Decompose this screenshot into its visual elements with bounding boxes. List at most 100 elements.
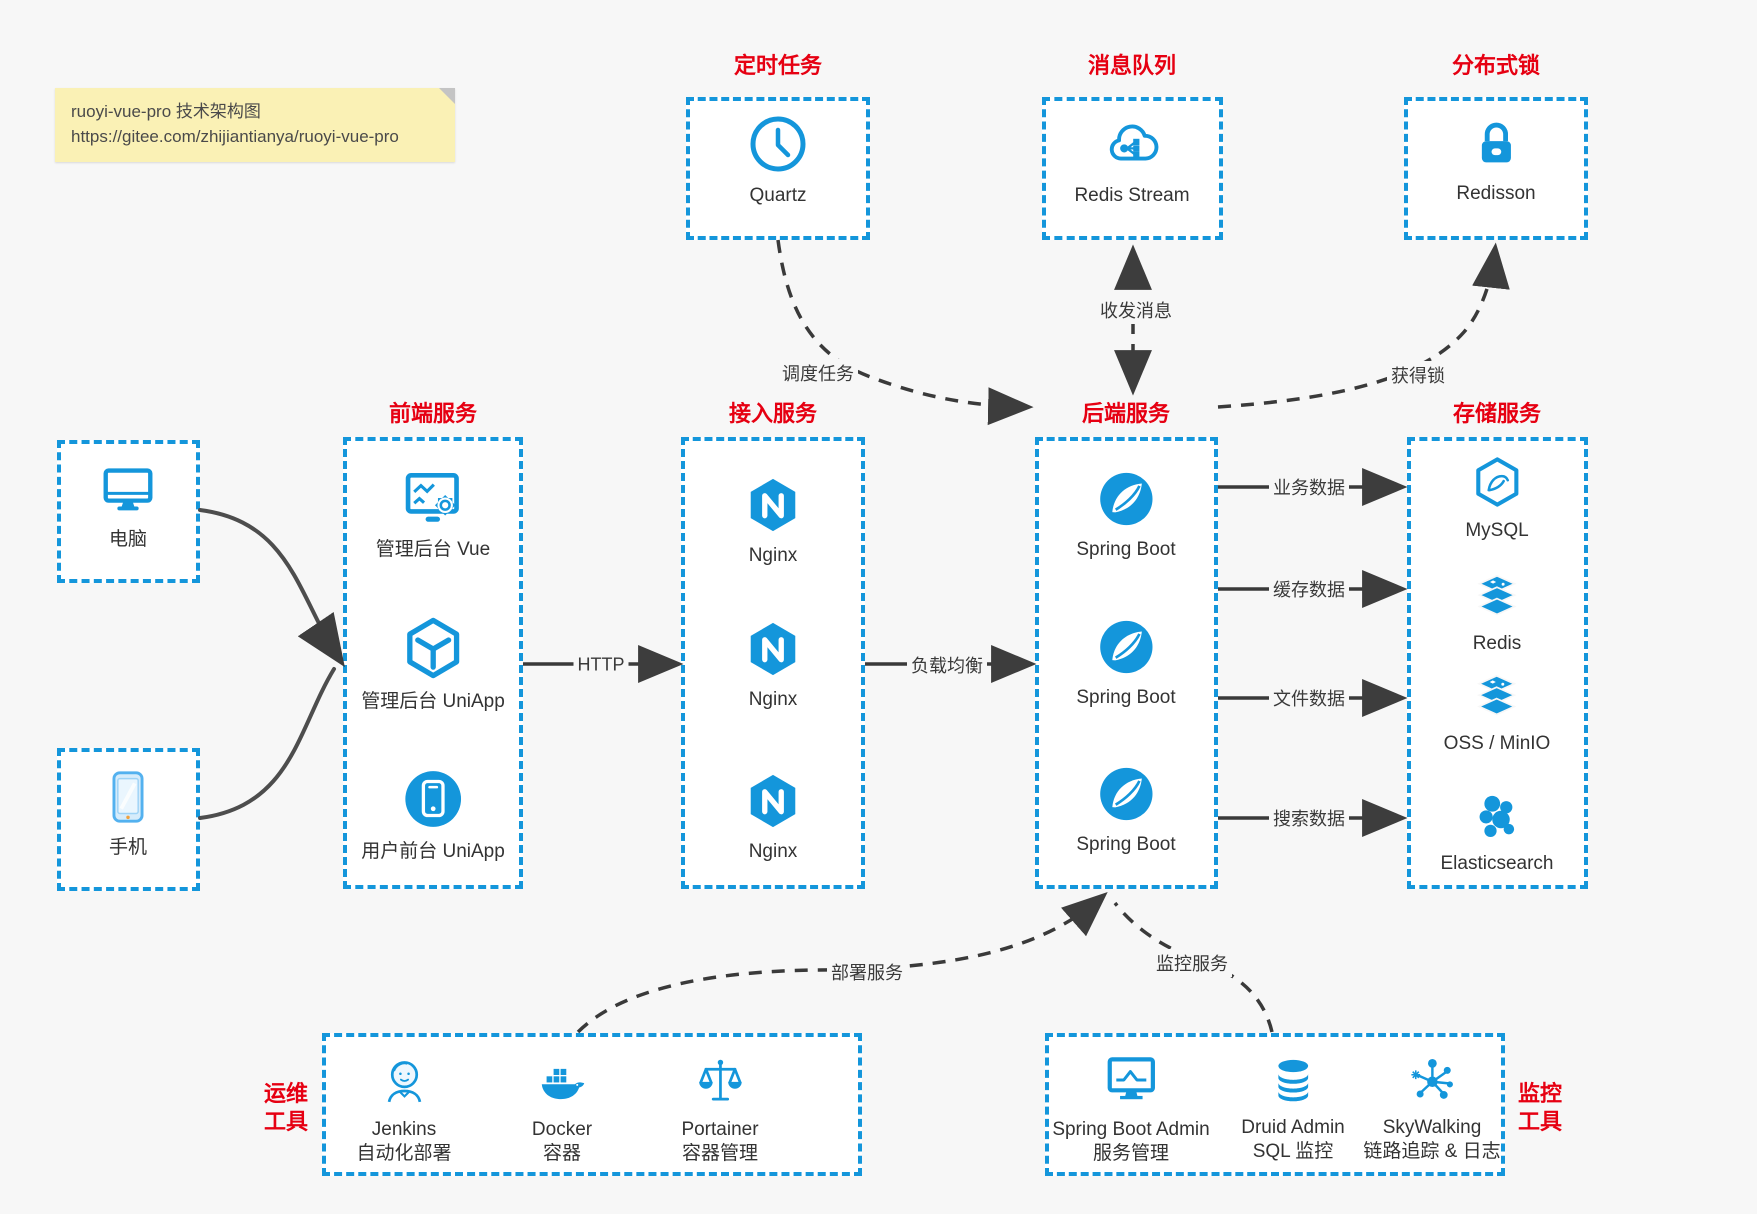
spring-boot-icon: [1099, 767, 1153, 821]
portainer-node: Portainer 容器管理: [681, 1052, 759, 1166]
clock-icon: [750, 116, 806, 172]
jenkins-sub: 自动化部署: [356, 1143, 452, 1164]
mq-title: 消息队列: [1087, 53, 1177, 78]
skywalking-node: SkyWalking 链路追踪 & 日志: [1363, 1052, 1501, 1164]
docker-label: Docker: [531, 1119, 593, 1140]
redisson-label: Redisson: [1456, 183, 1536, 204]
admin-vue-node: 管理后台 Vue: [376, 464, 490, 562]
skywalking-sub: 链路追踪 & 日志: [1363, 1141, 1501, 1162]
redis-stream-node: Redis Stream: [1074, 114, 1190, 208]
edge-acquire-lock: [1217, 242, 1510, 409]
portainer-sub: 容器管理: [681, 1143, 759, 1164]
oss-minio-node: OSS / MinIO: [1443, 668, 1551, 756]
edge-phone-to-frontend: [198, 667, 336, 820]
skywalking-label: SkyWalking: [1382, 1117, 1482, 1138]
mysql-node: MySQL: [1465, 453, 1529, 543]
spring-boot-icon: [1099, 472, 1153, 526]
monitoring-box: [1045, 1033, 1505, 1176]
redis-label: Redis: [1472, 633, 1522, 654]
admin-uniapp-label: 管理后台 UniApp: [361, 691, 505, 712]
nginx-node-3: Nginx: [742, 770, 804, 864]
portainer-icon: [698, 1059, 742, 1101]
edge-label-search-data: 搜索数据: [1269, 804, 1349, 832]
edge-label-send-receive-msg: 收发消息: [1096, 296, 1176, 324]
oss-icon: [1477, 674, 1517, 716]
edge-label-http: HTTP: [573, 653, 629, 677]
monitoring-title-line1: 监控: [1517, 1081, 1562, 1106]
spring-boot-admin-icon: [1107, 1057, 1155, 1100]
ops-title: 运维 工具: [258, 1080, 314, 1136]
elasticsearch-icon: [1479, 795, 1514, 837]
note-url: https://gitee.com/zhijiantianya/ruoyi-vu…: [71, 127, 399, 146]
edge-label-business-data: 业务数据: [1269, 473, 1349, 501]
edge-label-load-balance: 负载均衡: [907, 651, 987, 679]
note-title: ruoyi-vue-pro 技术架构图: [71, 102, 261, 121]
admin-vue-label: 管理后台 Vue: [375, 539, 491, 560]
scheduler-title: 定时任务: [733, 53, 823, 78]
lock-box: [1404, 97, 1588, 240]
nginx-icon: [750, 774, 796, 828]
uniapp-cube-icon: [406, 617, 460, 679]
edge-pc-to-frontend: [198, 508, 345, 668]
smartphone-icon: [112, 771, 144, 823]
nginx-node-2: Nginx: [742, 618, 804, 712]
pc-node: 电脑: [97, 458, 159, 552]
quartz-node: Quartz: [746, 112, 810, 208]
jenkins-icon: [387, 1061, 421, 1103]
storage-title: 存储服务: [1452, 401, 1542, 426]
edge-label-deploy-service: 部署服务: [827, 958, 907, 986]
oss-minio-label: OSS / MinIO: [1443, 733, 1551, 754]
spring-boot-label-2: Spring Boot: [1076, 687, 1176, 708]
druid-sub: SQL 监控: [1252, 1141, 1334, 1162]
nginx-icon: [750, 478, 796, 532]
admin-monitor-gear-icon: [405, 473, 460, 522]
cloud-stream-icon: [1109, 124, 1158, 161]
nginx-label-3: Nginx: [748, 841, 798, 862]
mysql-label: MySQL: [1465, 520, 1529, 541]
jenkins-label: Jenkins: [371, 1119, 437, 1140]
edge-label-cache-data: 缓存数据: [1269, 575, 1349, 603]
admin-uniapp-node: 管理后台 UniApp: [361, 614, 505, 714]
user-uniapp-node: 用户前台 UniApp: [361, 766, 505, 864]
phone-label: 手机: [108, 837, 147, 858]
ops-box: [322, 1033, 862, 1176]
ops-title-line2: 工具: [263, 1109, 308, 1134]
jenkins-node: Jenkins 自动化部署: [356, 1052, 452, 1166]
lock-icon: [1481, 122, 1511, 163]
backend-title: 后端服务: [1081, 401, 1171, 426]
ops-title-line1: 运维: [263, 1081, 308, 1106]
lock-title: 分布式锁: [1451, 53, 1541, 78]
redis-stream-label: Redis Stream: [1074, 185, 1190, 206]
edge-label-schedule-task: 调度任务: [778, 359, 858, 387]
spring-boot-node-1: Spring Boot: [1076, 468, 1176, 562]
nginx-label-2: Nginx: [748, 689, 798, 710]
druid-icon: [1278, 1059, 1308, 1102]
user-uniapp-label: 用户前台 UniApp: [361, 841, 505, 862]
redisson-node: Redisson: [1456, 112, 1536, 206]
nginx-node-1: Nginx: [742, 474, 804, 568]
nginx-icon: [750, 622, 796, 676]
spring-boot-node-3: Spring Boot: [1076, 763, 1176, 857]
spring-boot-label-3: Spring Boot: [1076, 834, 1176, 855]
druid-node: Druid Admin SQL 监控: [1241, 1052, 1345, 1164]
elasticsearch-node: Elasticsearch: [1441, 788, 1554, 876]
mysql-icon: [1475, 457, 1519, 507]
nginx-label-1: Nginx: [748, 545, 798, 566]
docker-icon: [541, 1068, 585, 1100]
edge-label-monitor-service: 监控服务: [1152, 949, 1232, 977]
edge-label-file-data: 文件数据: [1269, 684, 1349, 712]
redis-node: Redis: [1469, 568, 1525, 656]
skywalking-icon: [1410, 1059, 1453, 1099]
spring-boot-node-2: Spring Boot: [1076, 616, 1176, 710]
elasticsearch-label: Elasticsearch: [1440, 853, 1554, 874]
spring-boot-admin-node: Spring Boot Admin 服务管理: [1052, 1050, 1210, 1166]
desktop-icon: [103, 468, 153, 511]
monitoring-title: 监控 工具: [1512, 1080, 1568, 1136]
pc-label: 电脑: [108, 529, 147, 550]
docker-node: Docker 容器: [532, 1054, 592, 1166]
phone-node: 手机: [97, 766, 159, 860]
spring-boot-admin-sub: 服务管理: [1092, 1143, 1169, 1164]
redis-icon: [1477, 574, 1517, 616]
frontend-title: 前端服务: [388, 401, 478, 426]
